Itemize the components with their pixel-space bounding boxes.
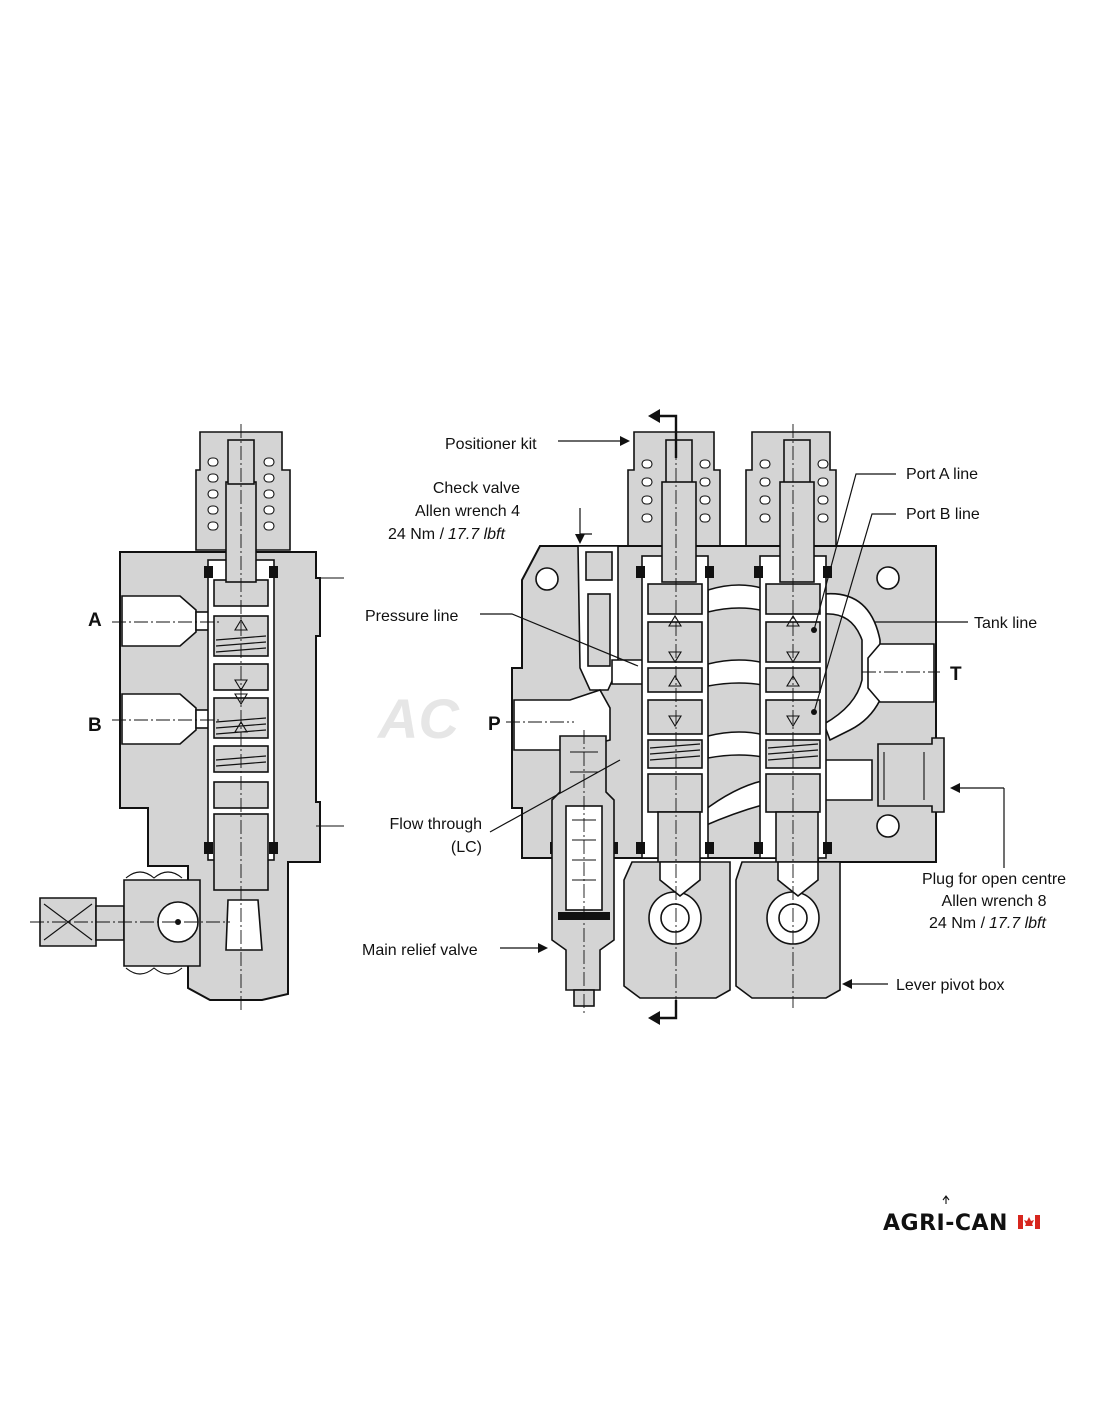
leader-lines	[480, 436, 1005, 989]
labels: A B P T Positioner kit Check valve Allen…	[88, 436, 1066, 994]
pivot-1-link	[659, 861, 701, 898]
mounting-hole-2	[876, 566, 900, 590]
check-valve-poppet	[587, 593, 611, 667]
tank-channel-lower	[823, 759, 873, 801]
open-centre-plug	[877, 737, 945, 813]
main-relief-valve-label: Main relief valve	[362, 942, 478, 959]
channel-lower	[707, 731, 769, 759]
bottom-direction-arrowhead	[648, 1011, 660, 1025]
front-centerlines	[583, 424, 794, 1014]
watermark: AC	[376, 687, 460, 750]
port-b-label: B	[88, 715, 102, 736]
tank-line-label: Tank line	[974, 615, 1037, 632]
port-b-line-label: Port B line	[906, 506, 980, 523]
open-centre-plug-thread	[883, 752, 925, 800]
side-lever-linkage	[39, 871, 263, 975]
logo-text: AGRI-CAN	[883, 1211, 1008, 1236]
side-centering-spring	[207, 457, 275, 767]
side-section-view	[30, 424, 344, 1012]
check-valve-label: Check valve	[433, 480, 520, 497]
port-t-label: T	[950, 664, 962, 685]
flow-through-note: (LC)	[451, 839, 482, 856]
lever-pivot-box-label: Lever pivot box	[896, 977, 1005, 994]
side-seals	[204, 566, 278, 854]
spool-2	[765, 439, 821, 865]
channel-upper	[707, 584, 769, 614]
port-b-bore	[121, 693, 197, 745]
front-section-view	[506, 409, 945, 1025]
canada-flag-icon	[1018, 1215, 1040, 1229]
flow-through-label: Flow through	[390, 816, 483, 833]
check-valve-tool-label: Allen wrench 4	[415, 503, 520, 520]
side-port-centerlines	[30, 621, 230, 923]
plug-open-centre-label: Plug for open centre	[922, 871, 1066, 888]
port-a-line-label: Port A line	[906, 466, 978, 483]
plug-torque-nm: 24 Nm /	[929, 915, 986, 932]
spool-1	[647, 439, 703, 865]
pressure-line-label: Pressure line	[365, 608, 458, 625]
tank-channel	[823, 592, 881, 742]
agri-can-logo: AGRI-CAN	[883, 1195, 1040, 1236]
port-p-label: P	[488, 714, 501, 735]
top-direction-arrowhead	[648, 409, 660, 423]
plug-tool-label: Allen wrench 8	[942, 893, 1047, 910]
port-p-bore	[513, 689, 611, 751]
check-valve-torque-lbft: 17.7 lbft	[448, 526, 505, 543]
plug-torque-label: 24 Nm /17.7 lbft	[929, 915, 1047, 932]
pivot-2-link	[777, 861, 819, 898]
port-a-label: A	[88, 610, 102, 631]
channel-middle	[707, 659, 769, 687]
check-valve-torque-nm: 24 Nm /	[388, 526, 445, 543]
side-leaders	[316, 577, 344, 827]
positioner-springs	[641, 459, 829, 761]
mounting-hole-1	[535, 567, 559, 591]
port-t-bore	[867, 643, 935, 703]
mounting-hole-3	[876, 814, 900, 838]
check-valve-plug	[585, 551, 613, 581]
check-valve-torque-label: 24 Nm /17.7 lbft	[388, 526, 506, 543]
pivot-1-inner	[660, 903, 690, 933]
plug-torque-lbft: 17.7 lbft	[989, 915, 1046, 932]
front-port-centerlines	[506, 671, 940, 723]
logo-wheat-mark	[942, 1195, 950, 1204]
port-a-bore	[121, 595, 197, 647]
positioner-kit-label: Positioner kit	[445, 436, 537, 453]
